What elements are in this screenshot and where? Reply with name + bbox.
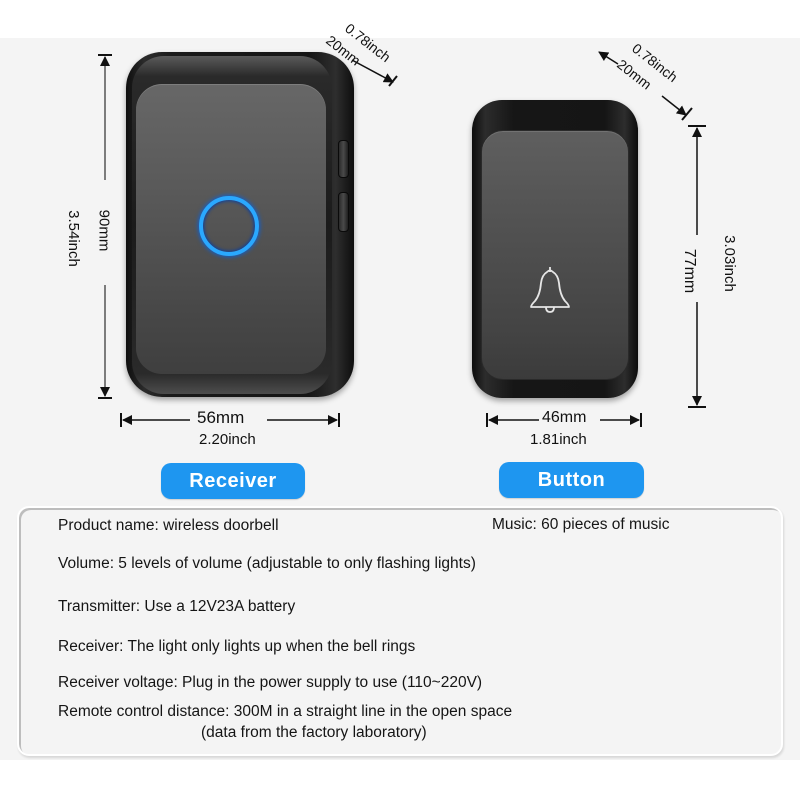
spec-product-name: Product name: wireless doorbell [58, 517, 279, 534]
receiver-width-mm: 56mm [197, 408, 245, 427]
button-height-inch: 3.03inch [720, 235, 738, 292]
spec-receiver-light: Receiver: The light only lights up when … [58, 638, 416, 655]
receiver-height-inch: 3.54inch [64, 210, 82, 267]
button-label-badge: Button [499, 462, 644, 498]
spec-music: Music: 60 pieces of music [492, 516, 670, 533]
button-width-mm: 46mm [542, 409, 587, 426]
spec-volume: Volume: 5 levels of volume (adjustable t… [58, 555, 476, 572]
specs-panel [17, 506, 783, 756]
spec-remote-distance: Remote control distance: 300M in a strai… [58, 703, 513, 720]
button-face [481, 130, 629, 380]
button-height-mm: 77mm [681, 248, 699, 294]
spec-transmitter: Transmitter: Use a 12V23A battery [58, 598, 296, 615]
receiver-volume-button [338, 140, 349, 178]
receiver-mode-button [338, 192, 349, 232]
receiver-height-mm: 90mm [95, 209, 113, 252]
button-width-inch: 1.81inch [530, 431, 587, 448]
receiver-label-badge: Receiver [161, 463, 305, 499]
spec-receiver-voltage: Receiver voltage: Plug in the power supp… [58, 674, 483, 691]
bell-icon [530, 267, 570, 313]
receiver-light-ring-icon [199, 196, 259, 256]
receiver-width-inch: 2.20inch [199, 431, 256, 448]
spec-remote-note: (data from the factory laboratory) [201, 724, 427, 741]
